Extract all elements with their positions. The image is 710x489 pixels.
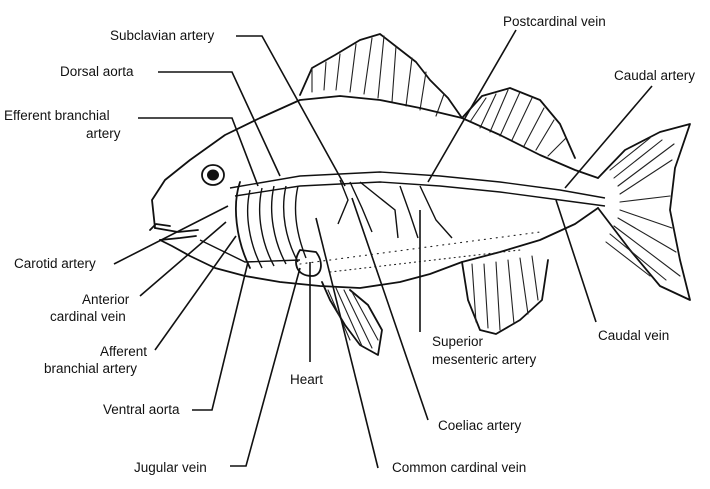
label-jugular-vein: Jugular vein [134,460,207,475]
label-heart: Heart [290,372,323,387]
pelvic-fin [322,282,382,355]
leader-lines [114,30,652,468]
anal-fin [462,256,548,334]
leader-afferent [155,236,236,350]
leader-caudal-vein [556,200,596,322]
leader-caudal-artery [565,86,652,188]
labels: Subclavian artery Postcardinal vein Dors… [4,14,695,475]
leader-anterior-cardinal [140,222,226,296]
fish-body [150,96,598,288]
label-efferent-branchial-artery-2: artery [86,126,121,141]
label-superior-mesenteric-artery-1: Superior [432,334,484,349]
label-subclavian-artery: Subclavian artery [110,28,215,43]
soft-dorsal-fin [462,88,575,158]
label-common-cardinal-vein: Common cardinal vein [392,460,526,475]
label-coeliac-artery: Coeliac artery [438,418,522,433]
leader-ventral-aorta [192,262,248,410]
label-superior-mesenteric-artery-2: mesenteric artery [432,352,537,367]
label-postcardinal-vein: Postcardinal vein [503,14,606,29]
label-anterior-cardinal-vein-1: Anterior [82,292,130,307]
leader-postcardinal [428,30,516,182]
label-ventral-aorta: Ventral aorta [103,402,180,417]
caudal-fin [598,124,690,300]
dorsal-fin [300,34,462,118]
leader-jugular [230,268,300,466]
label-caudal-artery: Caudal artery [614,68,695,83]
label-afferent-branchial-artery-2: branchial artery [44,361,137,376]
blood-vessels [200,172,605,276]
leader-dorsal-aorta [158,72,280,176]
label-dorsal-aorta: Dorsal aorta [60,64,134,79]
label-carotid-artery: Carotid artery [14,256,96,271]
leader-common-cardinal [316,218,378,468]
label-afferent-branchial-artery-1: Afferent [100,344,147,359]
label-anterior-cardinal-vein-2: cardinal vein [50,309,126,324]
label-caudal-vein: Caudal vein [598,328,669,343]
label-efferent-branchial-artery-1: Efferent branchial [4,108,110,123]
leader-coeliac [352,198,428,420]
